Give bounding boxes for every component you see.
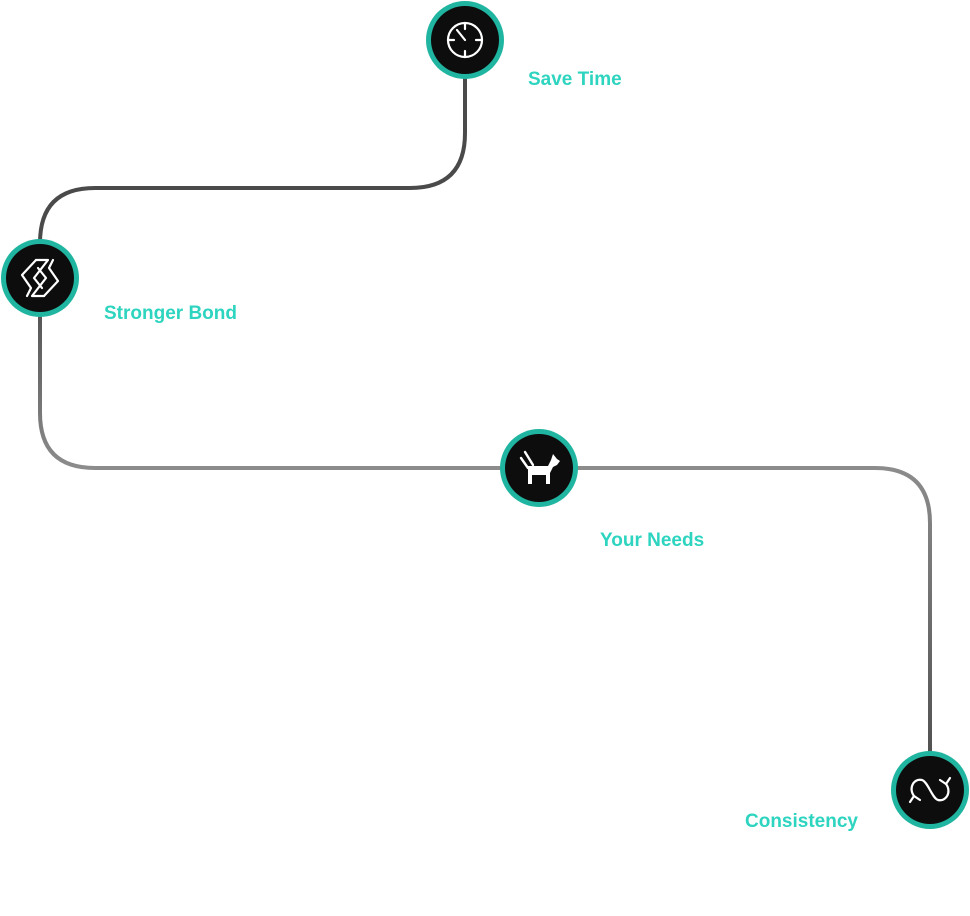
step-label-your-needs: Your Needs bbox=[600, 530, 705, 551]
step-node-your-needs bbox=[500, 429, 578, 507]
step-node-stronger-bond bbox=[1, 239, 79, 317]
path-segment-3 bbox=[539, 466, 932, 790]
step-label-stronger-bond: Stronger Bond bbox=[104, 303, 237, 324]
path-segment-1 bbox=[38, 40, 467, 278]
step-label-save-time: Save Time bbox=[528, 69, 622, 90]
step-node-consistency bbox=[891, 751, 969, 829]
dog-icon bbox=[519, 450, 560, 484]
step-label-consistency: Consistency bbox=[745, 811, 858, 832]
loop-icon bbox=[908, 776, 952, 804]
step-node-save-time bbox=[426, 1, 504, 79]
link-bond-icon bbox=[20, 258, 60, 298]
stopwatch-icon bbox=[446, 21, 484, 59]
path-segment-2 bbox=[38, 278, 539, 470]
